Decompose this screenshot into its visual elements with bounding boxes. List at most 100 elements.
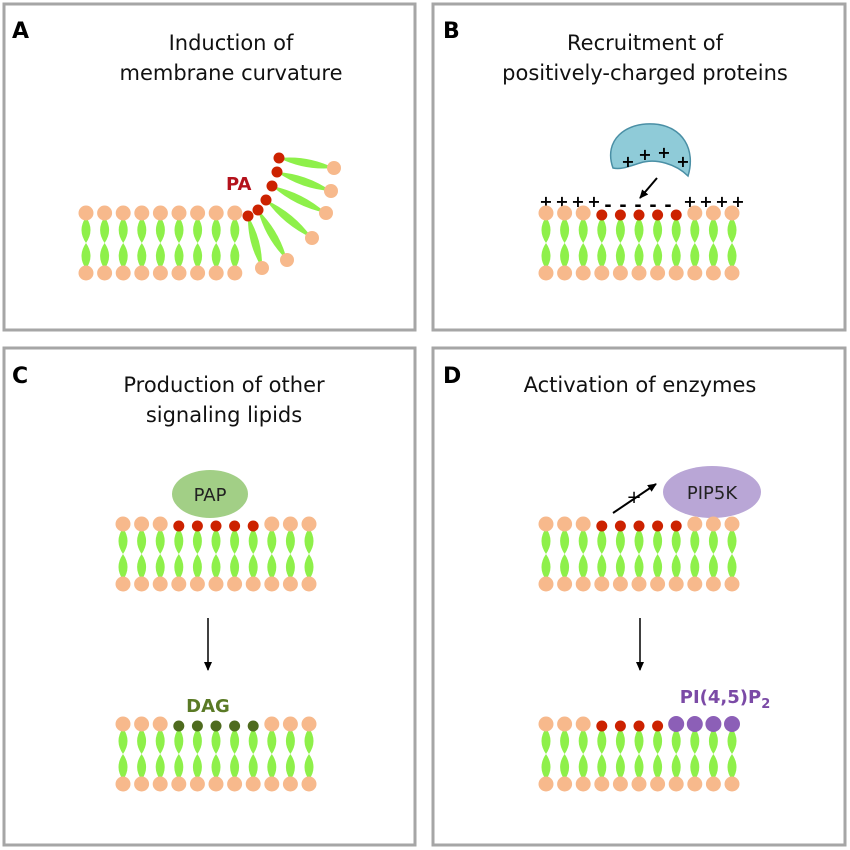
- lipid-tail: [671, 754, 681, 780]
- lipid-tail: [155, 528, 165, 554]
- recruitment-arrow: [639, 177, 658, 199]
- pa-headgroup: [273, 152, 285, 164]
- lipid-tail: [541, 554, 551, 580]
- lipid-tail: [155, 243, 165, 269]
- panel-b-title-line2: positively-charged proteins: [502, 61, 788, 85]
- lipid-tail: [597, 528, 607, 554]
- protein-positive-charge: +: [657, 143, 670, 162]
- lipid-tail: [708, 554, 718, 580]
- panel-a-curved-lipids: [242, 152, 341, 275]
- lipid-headgroup: [724, 205, 740, 221]
- lipid-tail: [192, 528, 202, 554]
- panel-b: B Recruitment of positively-charged prot…: [443, 19, 788, 281]
- membrane-positive-charge: +: [715, 192, 728, 211]
- lipid-headgroup: [115, 776, 131, 792]
- pa-headgroup: [596, 520, 608, 532]
- lipid-tail: [560, 243, 570, 269]
- lipid-tail: [690, 554, 700, 580]
- lipid-tail: [653, 528, 663, 554]
- pa-headgroup: [210, 720, 222, 732]
- lipid-headgroup: [705, 265, 721, 281]
- lipid-tail: [211, 217, 221, 243]
- lipid-headgroup: [305, 231, 319, 245]
- pa-headgroup: [652, 520, 664, 532]
- lipid-headgroup: [227, 776, 243, 792]
- lipid-tail: [597, 754, 607, 780]
- lipid-tail: [118, 217, 128, 243]
- lipid-headgroup: [650, 576, 666, 592]
- lipid-tail: [100, 243, 110, 269]
- lipid-headgroup: [115, 716, 131, 732]
- lipid-tail: [230, 554, 240, 580]
- lipid-tail: [285, 528, 295, 554]
- lipid-headgroup: [280, 253, 294, 267]
- pa-headgroup: [614, 209, 626, 221]
- lipid-headgroup: [650, 776, 666, 792]
- pa-headgroup: [271, 166, 283, 178]
- lipid-headgroup: [557, 776, 573, 792]
- lipid-tail: [541, 754, 551, 780]
- lipid-headgroup: [282, 576, 298, 592]
- lipid-headgroup: [724, 576, 740, 592]
- lipid-tail: [578, 728, 588, 754]
- panel-c: C Production of other signaling lipids P…: [12, 364, 325, 792]
- lipid-headgroup: [631, 576, 647, 592]
- lipid-headgroup: [575, 716, 591, 732]
- lipid-headgroup: [245, 576, 261, 592]
- lipid-tail: [267, 554, 277, 580]
- activation-plus: +: [626, 487, 641, 508]
- lipid-tail: [230, 528, 240, 554]
- lipid-headgroup: [97, 265, 113, 281]
- curved-lipid-tail: [258, 210, 287, 260]
- lipid-tail: [100, 217, 110, 243]
- lipid-tail: [118, 243, 128, 269]
- lipid-tail: [634, 554, 644, 580]
- pip5k-enzyme: [663, 466, 761, 518]
- pa-headgroup: [614, 720, 626, 732]
- lipid-headgroup: [282, 776, 298, 792]
- lipid-headgroup: [301, 716, 317, 732]
- pa-headgroup: [210, 520, 222, 532]
- lipid-headgroup: [594, 776, 610, 792]
- panel-c-title-line1: Production of other: [123, 373, 325, 397]
- lipid-headgroup: [264, 776, 280, 792]
- panel-a-bilayer: [78, 205, 243, 281]
- panel-d-letter: D: [443, 364, 461, 389]
- lipid-tail: [634, 217, 644, 243]
- lipid-tail: [727, 243, 737, 269]
- lipid-headgroup: [245, 776, 261, 792]
- lipid-headgroup: [152, 576, 168, 592]
- panel-d-lower-bilayer: [538, 716, 740, 792]
- lipid-headgroup: [264, 716, 280, 732]
- curved-lipid-tail: [247, 216, 263, 268]
- lipid-tail: [304, 728, 314, 754]
- lipid-headgroup: [171, 265, 187, 281]
- lipid-tail: [193, 217, 203, 243]
- pa-headgroup: [596, 209, 608, 221]
- lipid-tail: [615, 554, 625, 580]
- panel-c-lower-bilayer: [115, 716, 317, 792]
- lipid-tail: [541, 217, 551, 243]
- lipid-headgroup: [152, 205, 168, 221]
- lipid-tail: [615, 243, 625, 269]
- curved-lipid-tail: [277, 172, 331, 191]
- lipid-headgroup: [557, 205, 573, 221]
- lipid-headgroup: [724, 516, 740, 532]
- lipid-headgroup: [227, 205, 243, 221]
- lipid-headgroup: [557, 265, 573, 281]
- lipid-tail: [615, 217, 625, 243]
- lipid-headgroup: [134, 576, 150, 592]
- lipid-tail: [118, 728, 128, 754]
- lipid-headgroup: [301, 776, 317, 792]
- lipid-tail: [137, 728, 147, 754]
- lipid-headgroup: [255, 261, 269, 275]
- lipid-headgroup: [134, 716, 150, 732]
- lipid-tail: [653, 728, 663, 754]
- membrane-negative-charge: -: [634, 195, 641, 216]
- membrane-negative-charge: -: [649, 195, 656, 216]
- pa-headgroup: [670, 520, 682, 532]
- pap-enzyme: [172, 470, 248, 518]
- lipid-headgroup: [152, 265, 168, 281]
- lipid-tail: [597, 217, 607, 243]
- lipid-tail: [560, 728, 570, 754]
